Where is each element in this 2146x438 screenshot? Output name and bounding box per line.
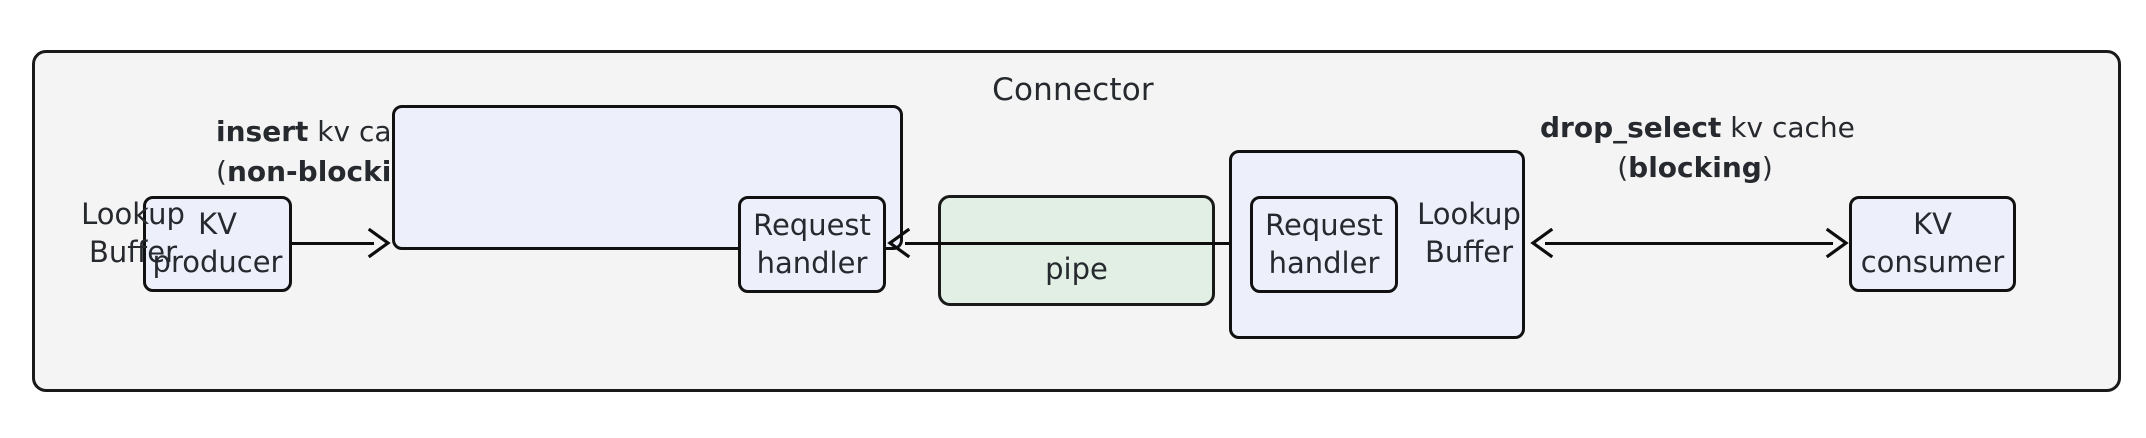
node-request-handler-left: Request handler	[738, 196, 886, 293]
node-kv-producer: KV producer	[143, 196, 292, 292]
pipe-label: pipe	[1045, 252, 1108, 287]
lookup-buffer-right-line1: Lookup	[1417, 197, 1521, 231]
lookup-buffer-right-label: Lookup Buffer	[1404, 196, 1534, 271]
connector-title: Connector	[992, 72, 1154, 108]
kv-producer-line1: KV	[198, 207, 237, 242]
arrow-pipe-right-line	[1150, 242, 1246, 245]
arrow-drop-select-head-right-icon	[1825, 228, 1849, 258]
request-handler-right-line2: handler	[1268, 245, 1380, 280]
arrow-insert-head-icon	[367, 228, 391, 258]
node-kv-consumer: KV consumer	[1849, 196, 2016, 292]
lookup-buffer-left-line1: Lookup	[81, 197, 185, 231]
node-request-handler-right: Request handler	[1250, 196, 1398, 293]
drop-select-mode: blocking	[1628, 150, 1762, 184]
lookup-buffer-right-line2: Buffer	[1424, 234, 1514, 269]
arrow-pipe-left-line	[905, 242, 1217, 245]
arrow-insert-line	[292, 242, 374, 245]
kv-consumer-line1: KV	[1913, 207, 1952, 242]
kv-producer-line2: producer	[152, 245, 283, 279]
insert-op: insert	[216, 115, 309, 148]
drop-select-paren-close: )	[1761, 150, 1773, 184]
insert-paren-open: (	[216, 154, 227, 188]
edge-label-insert: insert kv cache (non-blocking)	[216, 112, 442, 192]
lookup-buffer-left-line2: Buffer	[88, 234, 178, 269]
request-handler-left-line2: handler	[756, 245, 868, 280]
drop-select-op: drop_select	[1540, 111, 1722, 144]
drop-select-rest: kv cache	[1721, 111, 1855, 144]
request-handler-right-line1: Request	[1265, 207, 1383, 242]
node-pipe: pipe	[938, 195, 1215, 306]
arrow-drop-select-head-left-icon	[1530, 228, 1554, 258]
drop-select-paren-open: (	[1617, 150, 1629, 184]
arrow-pipe-left-head-icon	[887, 228, 911, 258]
edge-label-drop-select: drop_select kv cache (blocking)	[1540, 108, 1855, 188]
kv-consumer-line2: consumer	[1860, 245, 2005, 279]
lookup-buffer-left-label: Lookup Buffer	[48, 196, 218, 271]
arrow-drop-select-line	[1545, 242, 1833, 245]
request-handler-left-line1: Request	[753, 207, 871, 242]
